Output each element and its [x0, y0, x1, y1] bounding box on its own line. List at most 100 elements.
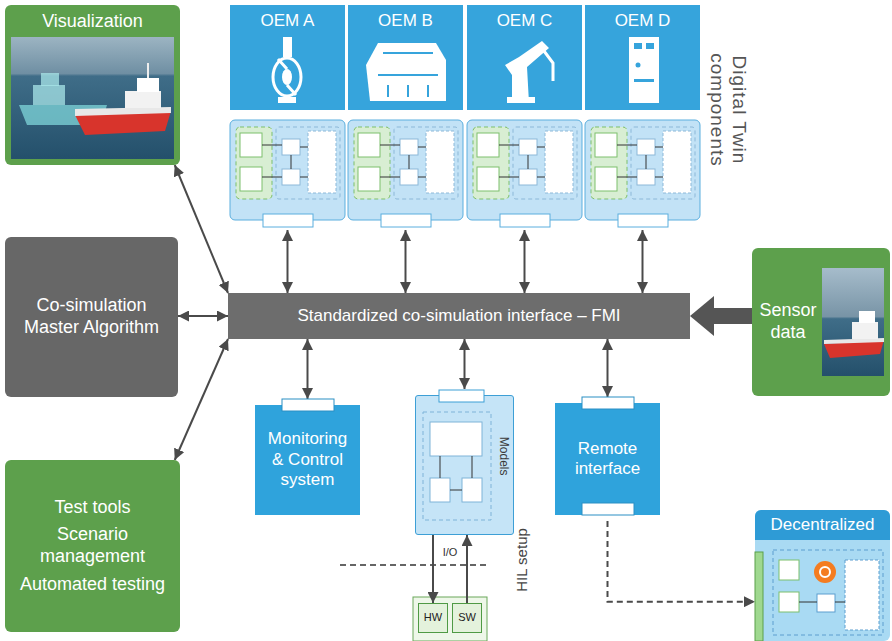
cabinet-component	[585, 120, 700, 227]
connector-arrow	[642, 230, 644, 293]
cabinet-component	[629, 37, 659, 103]
model-internals	[439, 390, 484, 402]
ship-illustration	[137, 78, 159, 92]
text-group: Standardized co-simulation interface – F…	[297, 306, 620, 326]
cabinet-component	[585, 5, 700, 110]
engine-component	[378, 53, 438, 97]
text-group: Co-simulation Master Algorithm	[11, 295, 172, 338]
oem-component: OEM A	[230, 5, 345, 230]
decentralized-model	[755, 552, 763, 641]
connector-arrow	[307, 339, 309, 399]
sensor-ship-photo	[852, 322, 878, 339]
node-text: Automated testing	[11, 574, 174, 596]
hardware-box: HW	[418, 603, 448, 633]
connector-layer	[175, 165, 755, 603]
decentralized-model	[817, 594, 835, 612]
text-group: Remote interface	[561, 439, 654, 480]
node-text: Test tools	[11, 497, 174, 519]
connector-arrow	[607, 339, 609, 397]
text-group: OEM B	[378, 11, 433, 31]
node-text: OEM A	[261, 11, 315, 31]
cabinet-component	[585, 5, 700, 230]
text-group: OEM A	[261, 11, 315, 31]
node-text: OEM B	[378, 11, 433, 31]
interface-tab	[282, 399, 334, 411]
crane-component	[507, 97, 535, 103]
node-text: Monitoring & Control system	[261, 429, 354, 490]
text-group: OEM D	[615, 11, 671, 31]
node-text: Standardized co-simulation interface – F…	[297, 306, 620, 326]
test-tools-box: Test toolsScenario managementAutomated t…	[5, 460, 180, 632]
model-internals	[462, 478, 482, 502]
label-text: Digital Twin components	[706, 35, 750, 185]
ship-illustration	[147, 63, 149, 78]
interface-tab	[582, 397, 634, 409]
connector-arrow	[466, 535, 468, 603]
text-group: Visualization	[42, 11, 143, 33]
decentralized-model	[779, 592, 799, 612]
hil-setup-label: HIL setup	[513, 528, 530, 592]
label-text: HIL setup	[513, 528, 530, 592]
node-text: Models	[496, 437, 510, 476]
cabinet-component	[646, 43, 654, 49]
cabinet-component	[636, 63, 641, 68]
connector-arrow	[405, 230, 407, 293]
text-group: SW	[458, 611, 476, 624]
io-label: I/O	[443, 546, 458, 559]
model-internals	[440, 456, 472, 490]
ship-illustration	[75, 107, 171, 116]
connector-arrow	[178, 315, 228, 317]
node-text: OEM C	[497, 11, 553, 31]
node-text: Decentralized	[771, 515, 875, 535]
decentralized-model	[799, 602, 845, 603]
sensor-ship-photo	[859, 311, 875, 323]
decentralized-box: Decentralized	[755, 510, 890, 641]
thruster-component	[282, 69, 292, 85]
connector-arrow	[175, 339, 228, 460]
ship-illustration	[33, 85, 65, 105]
node-text: Co-simulation Master Algorithm	[11, 295, 172, 338]
node-text: Sensor data	[756, 300, 820, 343]
ship-illustration	[41, 73, 59, 86]
software-box: SW	[452, 603, 482, 633]
monitoring-box: Monitoring & Control system	[255, 405, 360, 515]
oem-component: OEM B	[348, 5, 463, 230]
model-internals	[430, 422, 482, 456]
thruster-component	[273, 58, 301, 96]
connector-arrow	[608, 521, 756, 602]
connector-arrow	[287, 230, 289, 293]
model-internals	[423, 412, 491, 520]
model-internals	[430, 478, 450, 502]
decentralized-model	[845, 560, 879, 630]
crane-component	[467, 5, 582, 230]
oem-component: OEM D	[585, 5, 700, 230]
ship-illustration	[125, 91, 161, 108]
thruster-component	[278, 97, 296, 103]
sensor-ship-photo	[822, 268, 884, 376]
crane-component	[541, 47, 553, 81]
thruster-component	[283, 37, 292, 57]
hil-frame	[413, 597, 487, 641]
master-algorithm-box: Co-simulation Master Algorithm	[5, 237, 178, 397]
engine-component	[348, 5, 463, 110]
cabinet-component	[634, 79, 654, 82]
text-group: OEM C	[497, 11, 553, 31]
interface-tab	[582, 503, 634, 515]
connector-arrow	[175, 165, 228, 293]
text-group: Sensor data	[756, 300, 820, 343]
ship-illustration	[11, 37, 174, 159]
thruster-component	[230, 5, 345, 230]
fmi-interface-bar: Standardized co-simulation interface – F…	[228, 293, 690, 339]
node-text: Visualization	[42, 11, 143, 33]
remote-interface-box: Remote interface	[555, 403, 660, 515]
component-group-label: Digital Twin components	[706, 35, 750, 185]
connector-arrow	[464, 339, 466, 389]
models-box: Models	[415, 395, 514, 535]
text-group: Test toolsScenario managementAutomated t…	[11, 497, 174, 595]
decentralized-model	[814, 561, 836, 583]
thruster-component	[230, 5, 345, 110]
node-text: SW	[458, 611, 476, 624]
engine-component	[366, 43, 446, 101]
engine-component	[348, 120, 463, 227]
